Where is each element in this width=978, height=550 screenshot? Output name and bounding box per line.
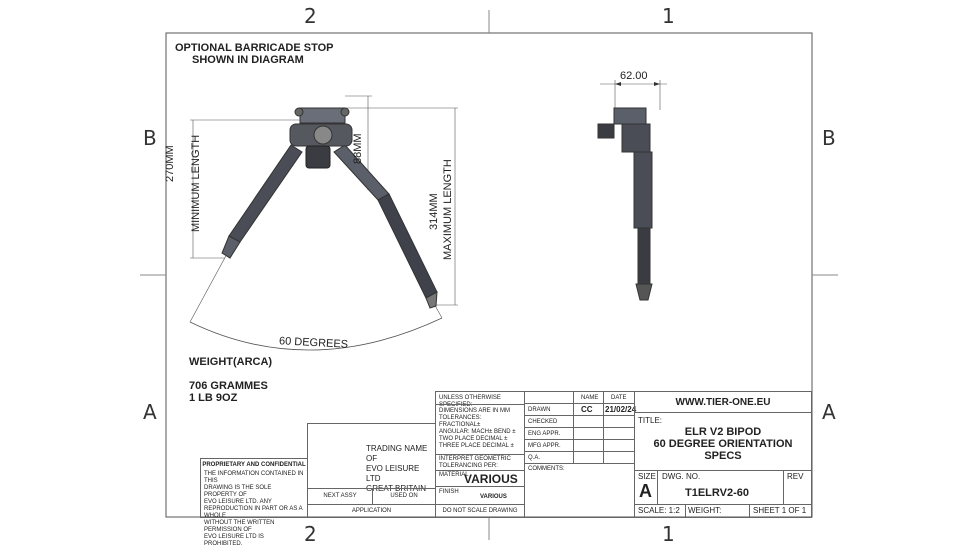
material-value: VARIOUS [464, 472, 518, 486]
size-value: A [639, 481, 652, 501]
zone-label-top-2: 2 [304, 4, 317, 28]
dims-line: TOLERANCES: [439, 415, 482, 421]
trading-block: TRADING NAME OF EVO LEISURE LTD GREAT BR… [307, 423, 436, 493]
zone-label-top-1: 1 [662, 4, 675, 28]
zone-label-bottom-1: 1 [662, 522, 675, 546]
proprietary-title: PROPRIETARY AND CONFIDENTIAL [202, 462, 306, 468]
sheet: SHEET 1 OF 1 [753, 506, 807, 515]
zone-label-left-a: A [143, 400, 157, 424]
trading-line-2: EVO LEISURE LTD [366, 464, 420, 483]
proprietary-line: EVO LEISURE LTD. ANY [204, 499, 272, 505]
weight-imperial: 1 LB 9OZ [189, 392, 238, 404]
title-line: SPECS [704, 450, 742, 462]
weight-title: WEIGHT(ARCA) [189, 356, 273, 368]
application-cell: APPLICATION [307, 504, 436, 518]
title-block: WWW.TIER-ONE.EU TITLE: ELR V2 BIPOD 60 D… [634, 391, 812, 518]
approval-label: ENG APPR. [528, 431, 561, 437]
approvals-block: NAME DATE DRAWN CC 21/02/24 CHECKED ENG … [524, 391, 637, 518]
comments-label: COMMENTS: [528, 466, 565, 472]
dims-line: ANGULAR: MACH± BEND ± [439, 429, 516, 435]
dims-line: DIMENSIONS ARE IN MM [439, 408, 511, 414]
approval-date: 21/02/24 [605, 405, 637, 414]
scale: SCALE: 1:2 [638, 506, 680, 515]
unless-specified: UNLESS OTHERWISE SPECIFIED: [439, 395, 501, 408]
spec-block: UNLESS OTHERWISE SPECIFIED: DIMENSIONS A… [435, 391, 525, 518]
proprietary-line: THE INFORMATION CONTAINED IN THIS [204, 471, 304, 484]
do-not-scale: DO NOT SCALE DRAWING [442, 508, 518, 514]
date-header: DATE [611, 395, 627, 401]
approval-name: CC [581, 405, 593, 414]
dwg-no: T1ELRV2-60 [685, 487, 749, 499]
proprietary-line: PROHIBITED. [204, 541, 243, 547]
used-on-cell: USED ON [372, 488, 436, 505]
dims-line: FRACTIONAL± [439, 422, 481, 428]
name-header: NAME [581, 395, 599, 401]
title-label: TITLE: [638, 416, 663, 425]
dwg-no-label: DWG. NO. [662, 472, 701, 481]
weight-grams: 706 GRAMMES [189, 380, 268, 392]
zone-label-bottom-2: 2 [304, 522, 317, 546]
size-label: SIZE [638, 472, 656, 481]
interpret-line: INTERPRET GEOMETRIC [439, 456, 511, 462]
zone-label-left-b: B [143, 126, 157, 150]
finish-label: FINISH [439, 489, 459, 495]
zone-label-right-a: A [822, 400, 836, 424]
interpret-line: TOLERANCING PER: [439, 463, 498, 469]
finish-value: VARIOUS [480, 494, 507, 500]
proprietary-line: REPRODUCTION IN PART OR AS A WHOLE [204, 506, 303, 519]
title-line: 60 DEGREE ORIENTATION [653, 438, 793, 450]
dims-line: THREE PLACE DECIMAL ± [439, 443, 514, 449]
approval-label: MFG APPR. [528, 443, 561, 449]
next-assy-cell: NEXT ASSY [307, 488, 373, 505]
dims-line: TWO PLACE DECIMAL ± [439, 436, 508, 442]
note-shown-in-diagram: SHOWN IN DIAGRAM [192, 54, 304, 66]
approval-label: Q.A. [528, 455, 541, 461]
material-label: MATERIAL [439, 472, 469, 478]
proprietary-line: WITHOUT THE WRITTEN PERMISSION OF [204, 520, 275, 533]
proprietary-block: PROPRIETARY AND CONFIDENTIAL THE INFORMA… [200, 458, 308, 547]
weight-field: WEIGHT: [688, 506, 722, 515]
rev-label: REV [787, 472, 804, 481]
note-barricade-stop: OPTIONAL BARRICADE STOP [175, 42, 334, 54]
proprietary-line: EVO LEISURE LTD IS [204, 534, 264, 540]
dim-side-width: 62.00 [620, 70, 648, 82]
title-line: ELR V2 BIPOD [684, 426, 762, 438]
website: WWW.TIER-ONE.EU [675, 397, 771, 408]
approval-label: CHECKED [528, 419, 558, 425]
approval-label: DRAWN [528, 407, 551, 413]
zone-label-right-b: B [822, 126, 836, 150]
trading-line-1: TRADING NAME OF [366, 444, 428, 463]
proprietary-line: DRAWING IS THE SOLE PROPERTY OF [204, 485, 272, 498]
